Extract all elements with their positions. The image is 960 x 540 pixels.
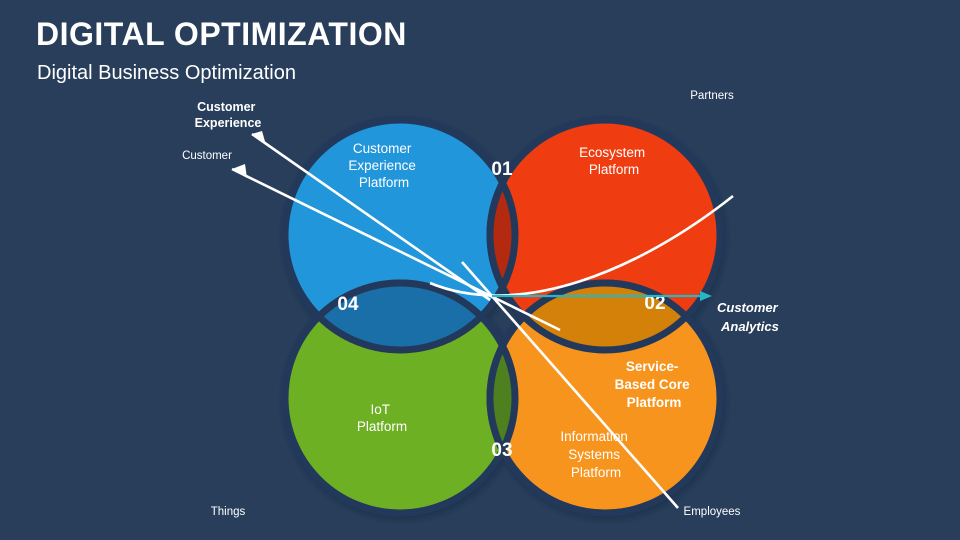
line-employees [461, 261, 679, 509]
callout-customer: Customer [182, 150, 232, 162]
label-customer-experience-platform: Customer Experience Platform [348, 141, 419, 190]
callout-employees: Employees [684, 506, 741, 518]
arrowhead-customer-experience [252, 131, 266, 145]
lens-number-02: 02 [644, 293, 665, 314]
line-partners [429, 194, 734, 297]
label-iot-platform: IoT Platform [357, 402, 407, 434]
callout-customer-analytics: Customer Analytics [717, 300, 781, 334]
label-ecosystem-platform: Ecosystem Platform [579, 145, 649, 177]
callout-customer-experience: Customer Experience [195, 100, 262, 130]
page-title: DIGITAL OPTIMIZATION [36, 16, 407, 52]
callout-things: Things [211, 506, 246, 518]
lens-number-03: 03 [491, 440, 512, 461]
label-information-systems-platform: Information Systems Platform [560, 429, 631, 480]
page-subtitle: Digital Business Optimization [37, 62, 296, 84]
line-customer [231, 167, 561, 332]
line-customer-experience [251, 132, 491, 302]
arrowhead-customer-analytics [700, 291, 712, 301]
callout-lines [231, 132, 679, 509]
callout-partners: Partners [690, 90, 734, 102]
arrowhead-customer [232, 164, 247, 178]
lens-number-04: 04 [337, 294, 359, 315]
lens-number-01: 01 [491, 159, 513, 180]
label-service-based-core-platform: Service- Based Core Platform [615, 359, 694, 410]
